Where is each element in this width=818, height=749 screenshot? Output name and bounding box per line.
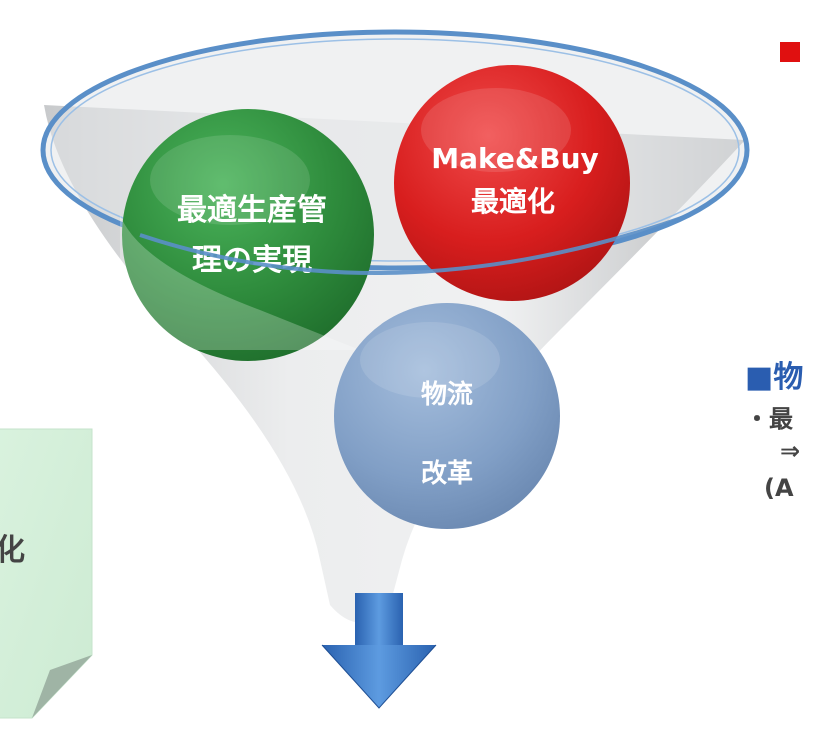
circle-logistics-line1: 物流	[421, 380, 473, 410]
note-fold	[32, 655, 92, 718]
heading-marker: ■	[745, 360, 774, 395]
circle-makebuy-line1: Make&Buy	[431, 142, 599, 175]
left-note: 化	[0, 428, 93, 719]
note-partial-text: 化	[0, 533, 25, 568]
heading-text: 物	[773, 360, 804, 395]
circle-logistics: 物流 改革	[334, 303, 560, 529]
right-bullet-line: ・最	[745, 405, 793, 433]
circle-makebuy: Make&Buy 最適化	[394, 65, 630, 301]
circle-logistics-line2: 改革	[421, 458, 473, 489]
right-heading: ■物	[745, 352, 803, 396]
down-arrow-icon	[321, 593, 437, 709]
circle-production-line2: 理の実現	[192, 243, 312, 278]
circle-production-line1: 最適生産管	[177, 193, 327, 228]
right-paren-line: (A	[764, 474, 794, 502]
right-arrow-line: ⇒	[780, 437, 801, 465]
circle-makebuy-line2: 最適化	[471, 185, 555, 218]
circle-production: 最適生産管 理の実現	[122, 109, 374, 361]
red-marker	[780, 42, 800, 62]
